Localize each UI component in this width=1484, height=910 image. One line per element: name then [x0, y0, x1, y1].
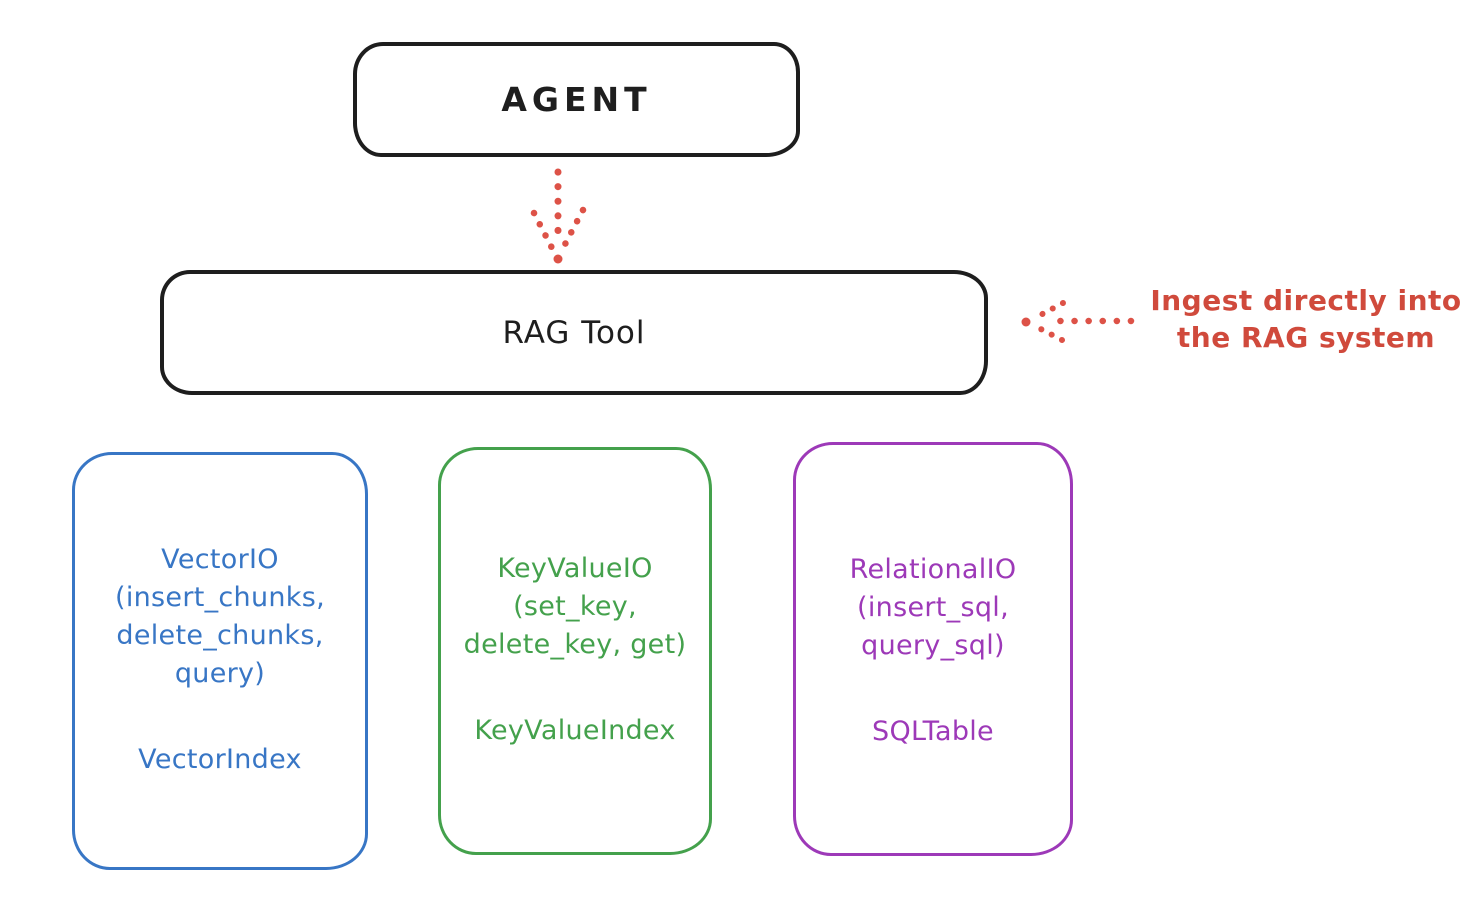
ingest-annotation-arrow	[1021, 300, 1135, 343]
vector-io-methods-line1: (insert_chunks,	[115, 582, 325, 613]
vector-io-box: VectorIO (insert_chunks, delete_chunks, …	[72, 452, 368, 870]
agent-box-label: AGENT	[501, 80, 652, 119]
sql-table-label: SQLTable	[872, 716, 994, 747]
ingest-annotation-line2: the RAG system	[1176, 321, 1436, 354]
rag-tool-box-label: RAG Tool	[502, 314, 646, 351]
relational-io-title: RelationalIO	[849, 554, 1017, 585]
vector-io-methods-line2: delete_chunks,	[116, 620, 324, 651]
ingest-annotation-line1: Ingest directly into	[1150, 284, 1462, 317]
keyvalue-index-label: KeyValueIndex	[474, 715, 676, 746]
agent-to-ragtool-arrow	[530, 168, 587, 264]
keyvalue-io-methods-line2: delete_key, get)	[463, 629, 687, 660]
vector-io-title: VectorIO	[161, 544, 279, 575]
vector-io-methods-line3: query)	[174, 658, 266, 689]
keyvalue-io-box: KeyValueIO (set_key, delete_key, get) Ke…	[438, 447, 712, 855]
rag-tool-box: RAG Tool	[160, 270, 988, 395]
ingest-annotation: Ingest directly into the RAG system	[1138, 282, 1474, 356]
keyvalue-io-title: KeyValueIO	[497, 553, 653, 584]
relational-io-methods-line1: (insert_sql,	[857, 592, 1009, 623]
relational-io-box: RelationalIO (insert_sql, query_sql) SQL…	[793, 442, 1073, 856]
vector-index-label: VectorIndex	[138, 744, 302, 775]
relational-io-methods-line2: query_sql)	[861, 630, 1005, 661]
keyvalue-io-methods-line1: (set_key,	[513, 591, 637, 622]
agent-box: AGENT	[353, 42, 800, 157]
